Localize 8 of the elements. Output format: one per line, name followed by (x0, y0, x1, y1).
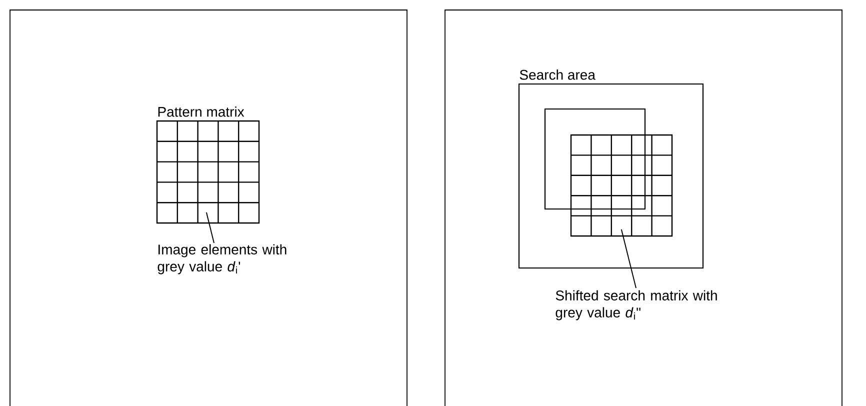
square-frame (544, 108, 646, 210)
matrix-grid (570, 134, 673, 237)
heading: Search area (520, 70, 596, 80)
leader-line (620, 228, 636, 288)
heading: Pattern matrix (158, 106, 244, 117)
leader-text: Image elements with grey value d$_{i}$' (158, 244, 286, 274)
leader-text: Shifted search matrix with grey value d$_{i}$" (556, 290, 717, 320)
leader-line (206, 212, 214, 244)
